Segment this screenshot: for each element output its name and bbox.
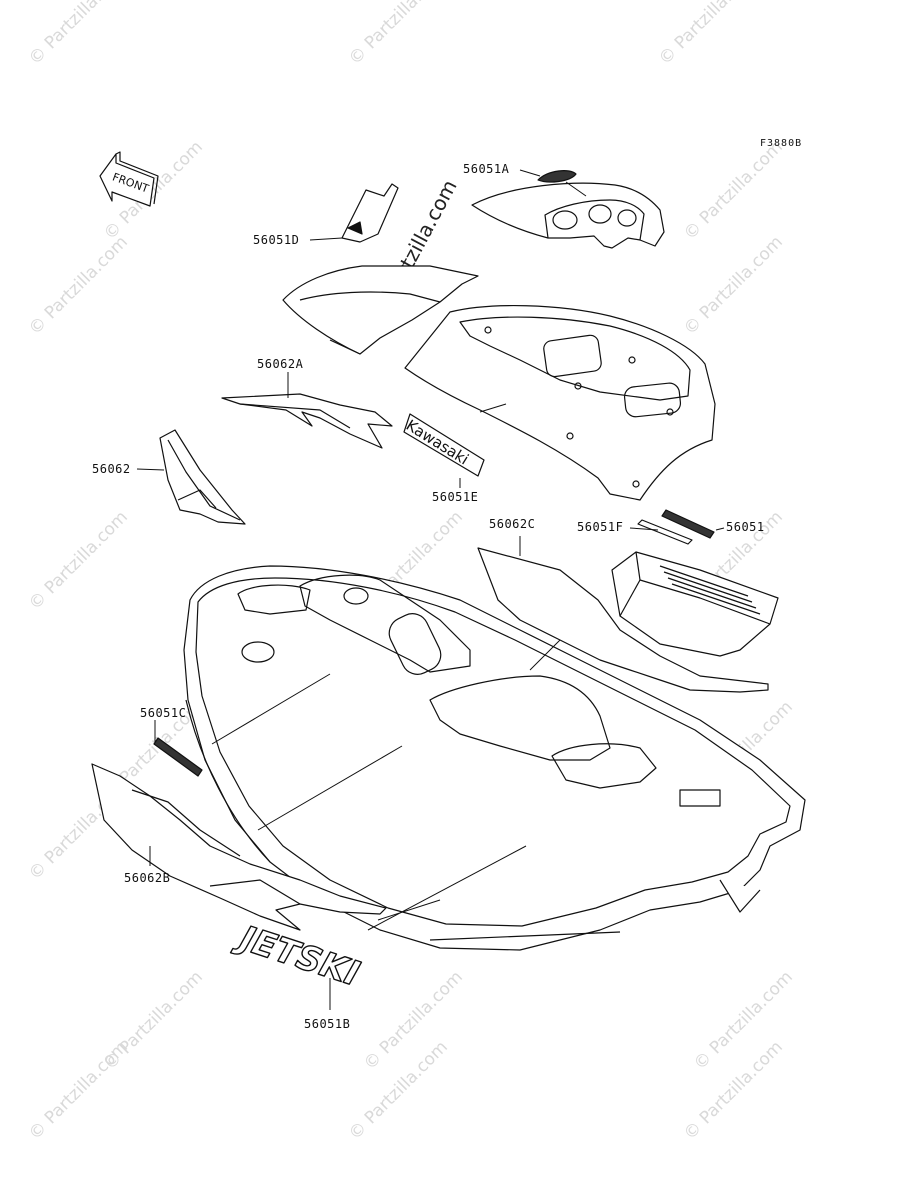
decal-56051 bbox=[637, 509, 715, 545]
decal-56051C bbox=[153, 737, 203, 777]
decal-56062B bbox=[91, 763, 387, 931]
decal-56051D bbox=[341, 183, 399, 243]
callout-56062A: 56062A bbox=[257, 357, 304, 371]
decal-56062 bbox=[159, 429, 246, 525]
upper-cowling bbox=[282, 265, 479, 355]
kawasaki-text: Kawasaki bbox=[403, 416, 472, 468]
callout-56051A: 56051A bbox=[463, 162, 510, 176]
callout-56062C: 56062C bbox=[489, 517, 536, 531]
decal-56062C bbox=[477, 547, 769, 693]
callout-56051: 56051 bbox=[726, 520, 765, 534]
leader-lines bbox=[136, 169, 725, 1010]
decal-56051E: Kawasaki bbox=[403, 413, 485, 477]
callout-56062B: 56062B bbox=[124, 871, 171, 885]
callout-56051F: 56051F bbox=[577, 520, 624, 534]
instrument-hood bbox=[471, 170, 665, 249]
callout-56051C: 56051C bbox=[140, 706, 187, 720]
callout-56051D: 56051D bbox=[253, 233, 300, 247]
decal-56062A bbox=[221, 393, 393, 449]
callout-56062: 56062 bbox=[92, 462, 131, 476]
hull-deck bbox=[183, 565, 806, 951]
storage-box bbox=[611, 551, 779, 657]
callout-56051B: 56051B bbox=[304, 1017, 351, 1031]
callout-56051E: 56051E bbox=[432, 490, 479, 504]
diagram-code: F3880B bbox=[760, 138, 803, 149]
center-hood bbox=[404, 305, 716, 501]
front-arrow-icon: FRONT bbox=[99, 151, 159, 207]
